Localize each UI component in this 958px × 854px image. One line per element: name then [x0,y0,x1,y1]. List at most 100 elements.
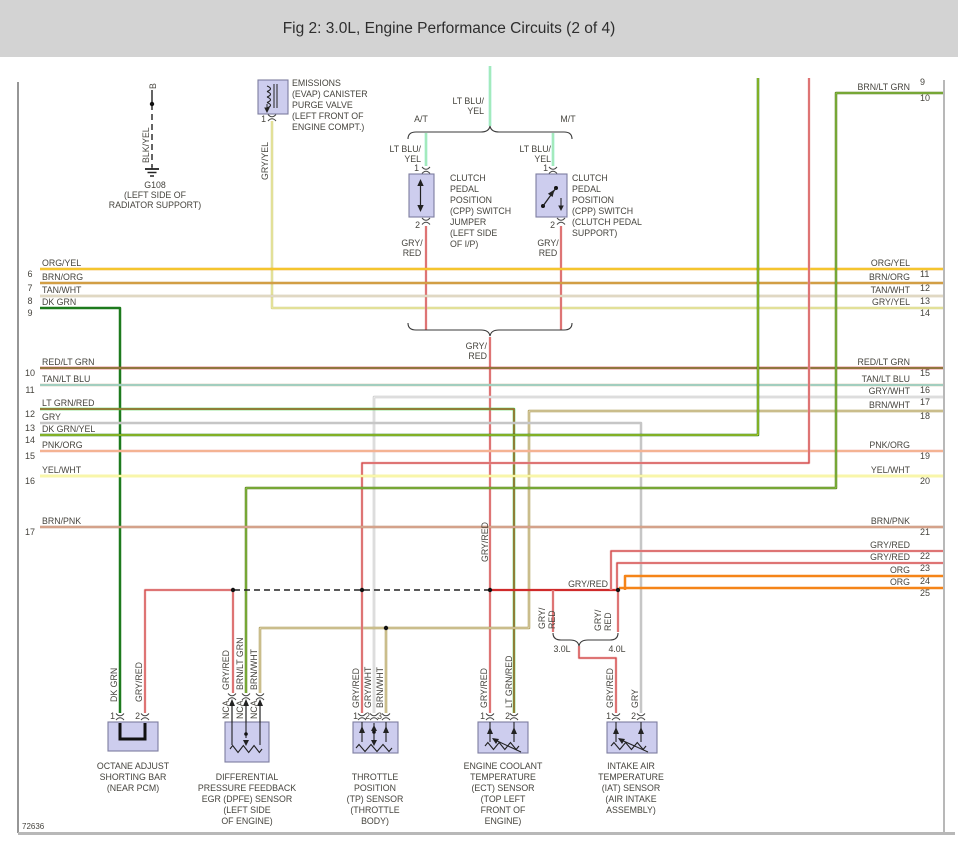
evap-purge-valve-coil [266,85,272,109]
text-label: 1 [261,114,266,124]
text-label: GRY/ [466,341,488,351]
text-label: OF I/P) [450,239,478,249]
pin-arc [636,713,646,717]
text-label: PNK/ORG [869,440,910,450]
title-bar: Fig 2: 3.0L, Engine Performance Circuits… [0,0,958,57]
text-label: PEDAL [450,184,479,194]
text-label: 25 [920,588,930,598]
text-label: LT BLU/ [390,144,422,154]
wire-stripe-gryyel-evap [271,121,943,309]
text-label: 2 [415,220,420,230]
cpp-switch-arrowhead [547,189,555,197]
pin-arc [611,713,621,717]
text-label: (AIR INTAKE [605,794,656,804]
text-label: BRN/WHT [375,666,385,708]
text-label: RADIATOR SUPPORT) [109,200,201,210]
wire-stripe-gryred-exit22 [610,550,943,590]
text-label: 2 [550,220,555,230]
text-label: EMISSIONS [292,78,341,88]
text-label: 9 [27,308,32,318]
text-label: ORG [890,577,910,587]
junction-dot [383,625,389,631]
pin-arc [421,170,431,174]
text-label: PURGE VALVE [292,100,353,110]
junction-dot [230,587,236,593]
tp-sensor-arrowhead [371,740,377,746]
pin-arc [227,697,237,701]
wire-stripe-brnltgrn [245,92,943,693]
cpp-switch-jumper-box [408,173,435,218]
wire-stripe-gryred-octane [144,589,233,713]
text-label: GRY/ [593,609,603,631]
text-label: BRN/LT GRN [858,82,910,92]
pin-arc [381,717,391,721]
text-label: GRY/RED [480,522,490,562]
brace-2 [552,632,619,647]
text-label: 16 [25,476,35,486]
text-label: (NEAR PCM) [107,783,159,793]
text-label: DK GRN [109,668,119,702]
dpfe-sensor-nca-arrow [257,699,263,706]
wire-gry-iat [40,421,643,713]
text-label: 21 [920,527,930,537]
dpfe-sensor-nca-arrow [229,699,235,706]
text-label: GRY/RED [351,668,361,708]
text-label: (LEFT FRONT OF [292,111,364,121]
text-label: GRY/RED [870,540,910,550]
text-label: (THROTTLE [350,805,399,815]
text-label: TAN/WHT [42,285,82,295]
text-label: 1 [543,163,548,173]
text-label: TAN/LT BLU [42,374,90,384]
pin-arc [421,217,431,221]
text-label: 2 [631,711,636,721]
text-label: LT BLU/ [520,144,552,154]
text-label: DIFFERENTIAL [216,772,279,782]
ect-sensor-diag-arrow [492,738,499,744]
text-label: BRN/LT GRN [235,638,245,690]
text-label: LT BLU/ [453,96,485,106]
text-label: GRY/YEL [872,297,910,307]
wire-stripe-gryred-iat [578,646,617,713]
text-label: CLUTCH [572,173,608,183]
ect-sensor-resistor [484,741,520,751]
text-label: 10 [25,368,35,378]
text-label: TAN/WHT [871,285,911,295]
ect-sensor-arrow [487,727,493,734]
text-label: GRY/ [537,238,559,248]
text-label: 16 [920,385,930,395]
tp-sensor-resistor [355,743,393,753]
text-label: BODY) [361,816,389,826]
tp-sensor-arrow [359,726,365,733]
text-label: (CPP) SWITCH [572,206,633,216]
text-label: 3.0L [553,644,570,654]
pin-arc [369,717,379,721]
pin-arc [421,166,431,170]
text-label: POSITION [354,783,396,793]
pin-arc [115,717,125,721]
cpp-switch-jumper-arrow-down [417,205,424,212]
text-label: OF ENGINE) [221,816,272,826]
tp-sensor-arrow [383,726,389,733]
text-label: 2 [505,711,510,721]
dpfe-sensor-resistor [229,744,263,754]
text-label: A/T [414,114,428,124]
text-label: BRN/PNK [42,516,81,526]
wire-stripe-dkgrnyel [40,78,759,436]
text-label: RED [603,612,613,631]
text-label: SHORTING BAR [100,772,167,782]
brace-1 [407,322,573,337]
text-label: (LEFT SIDE OF [124,190,187,200]
text-label: (TP) SENSOR [347,794,404,804]
ect-sensor-arrow [511,727,517,734]
text-label: BRN/PNK [871,516,910,526]
wire-ltgrnred-ect [40,407,516,713]
text-label: 7 [27,283,32,293]
text-label: ORG/YEL [42,258,81,268]
text-label: (TOP LEFT [481,794,526,804]
text-label: GRY/RED [134,662,144,702]
text-label: BRN/WHT [869,400,911,410]
text-label: DK GRN [42,297,76,307]
text-label: (ECT) SENSOR [471,783,534,793]
pin-arc [241,693,251,697]
